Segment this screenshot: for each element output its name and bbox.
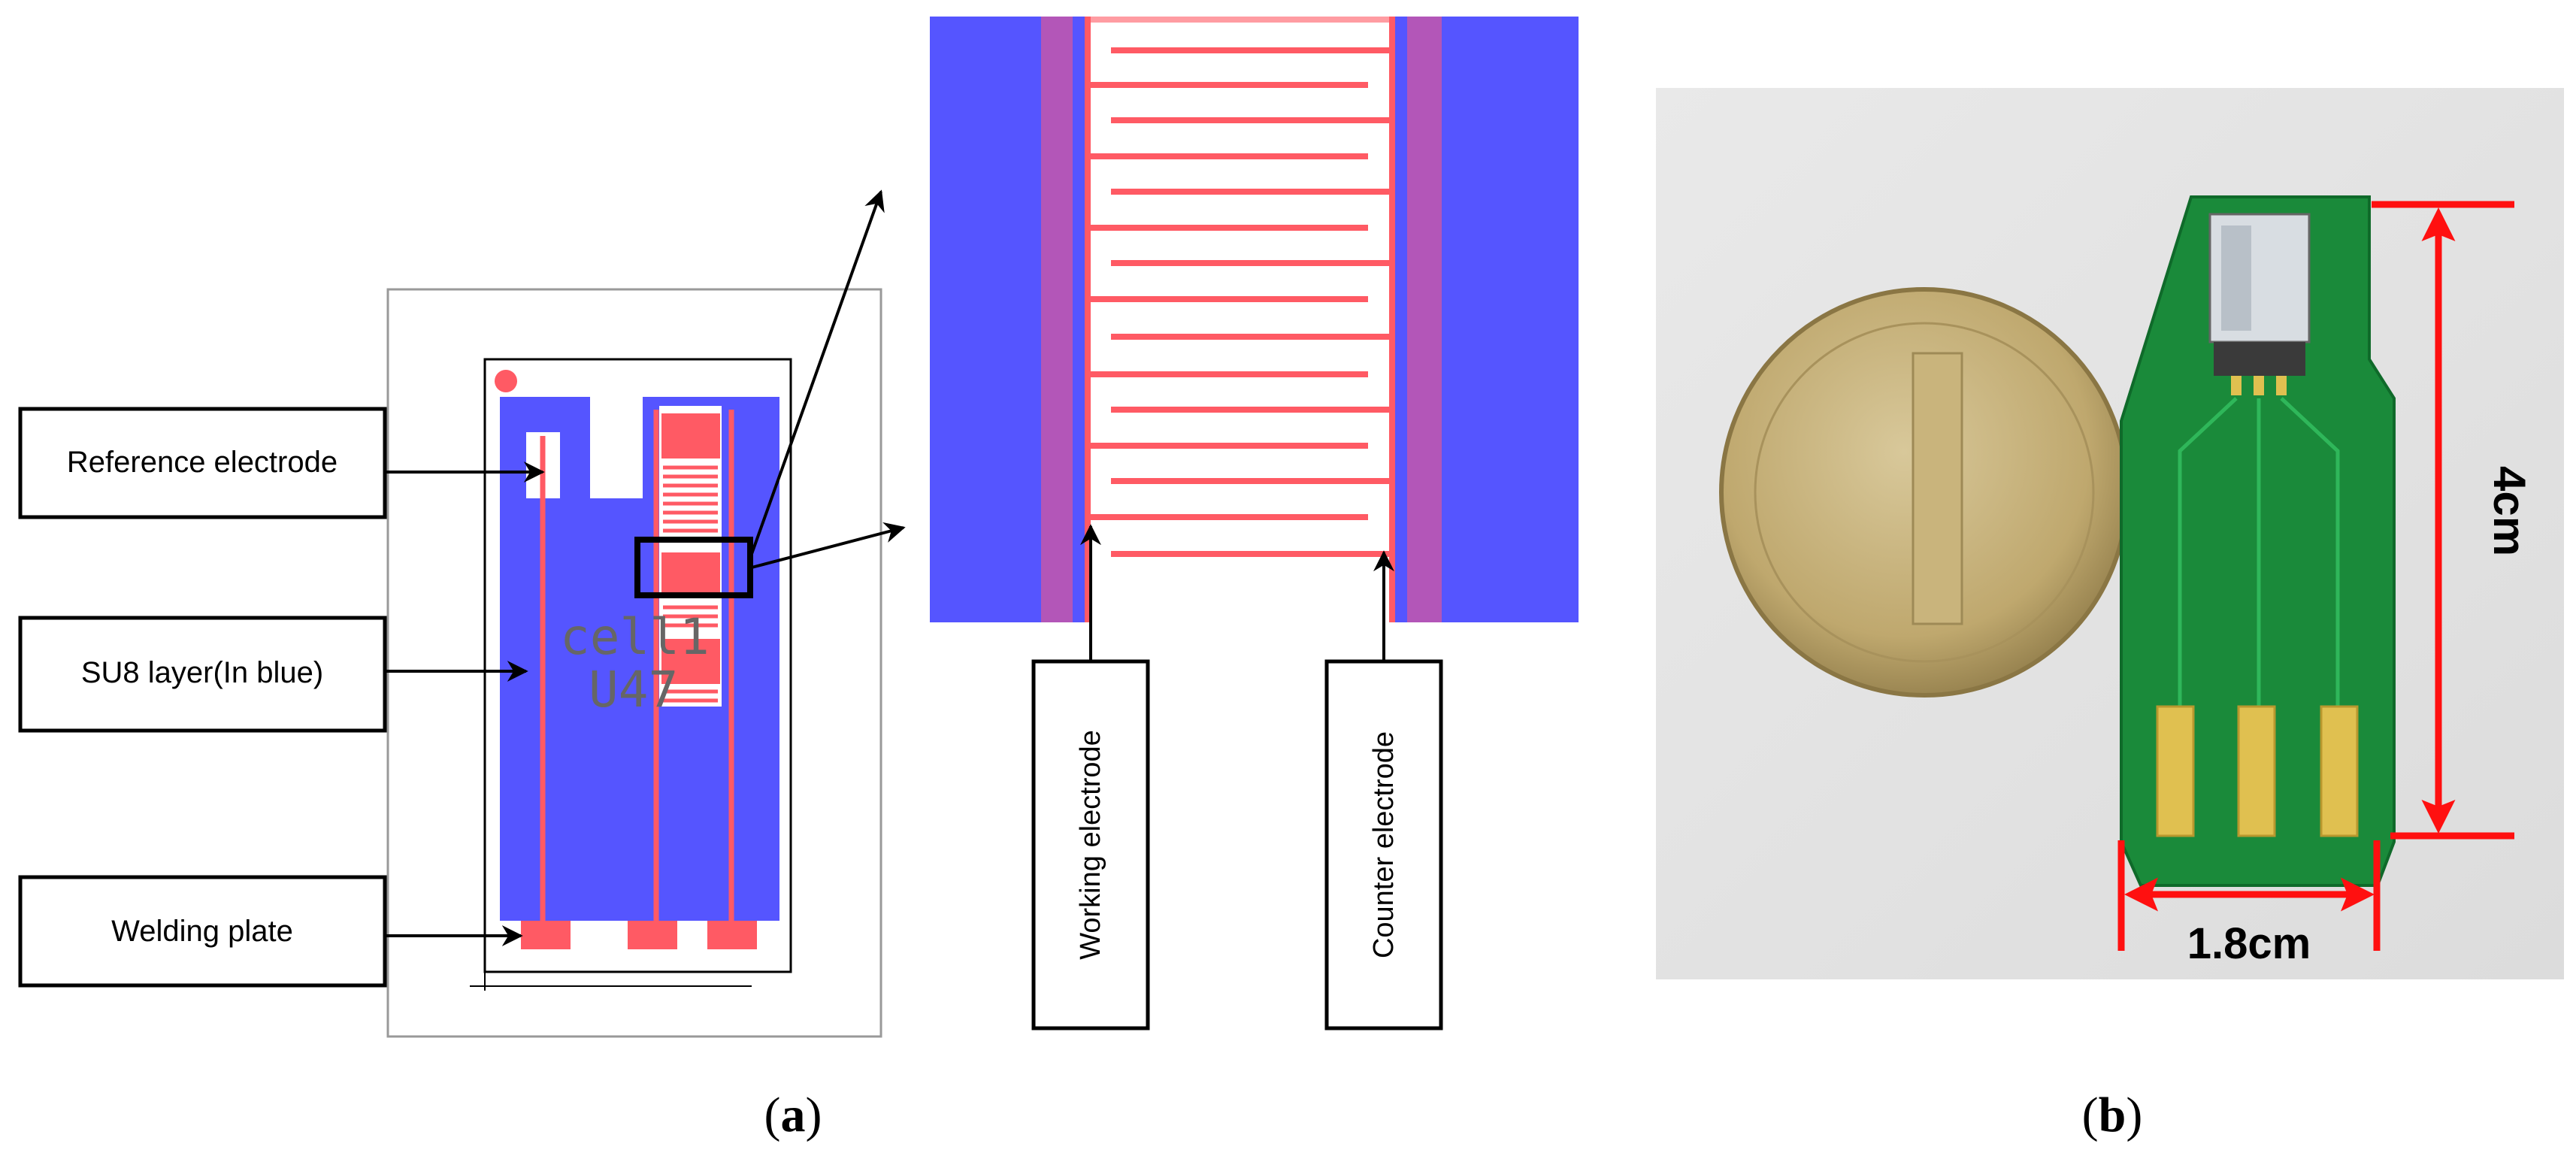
chip-text-cell: cell1 bbox=[560, 608, 710, 666]
dimension-length bbox=[2372, 201, 2514, 840]
zoom-region-box bbox=[634, 537, 753, 598]
alignment-mark bbox=[495, 370, 517, 392]
label-reference-text: Reference electrode bbox=[67, 446, 338, 479]
zoom-arrow-right bbox=[751, 522, 906, 569]
zoom-blue-strip-left bbox=[1073, 17, 1085, 622]
panel-a-chip-layout: cell1 U47 bbox=[386, 288, 882, 1038]
chip-holder bbox=[2214, 342, 2305, 376]
electrode-arrows bbox=[1080, 524, 1394, 661]
chip-traces bbox=[540, 410, 734, 932]
caption-b: (b) bbox=[2082, 1088, 2143, 1142]
chip-pins bbox=[2231, 376, 2287, 395]
coin-inner-ring bbox=[1754, 322, 2095, 663]
zoom-blue-strip-right bbox=[1395, 17, 1407, 622]
label-arrows bbox=[385, 189, 906, 946]
caption-a: (a) bbox=[764, 1088, 822, 1142]
chip-electrode-comb bbox=[661, 413, 720, 684]
label-su8-text: SU8 layer(In blue) bbox=[81, 656, 323, 689]
zoom-view bbox=[930, 17, 1579, 622]
label-counter-electrode: Counter electrode bbox=[1324, 659, 1443, 1030]
counter-bus-bar bbox=[1389, 17, 1395, 622]
label-welding-plate: Welding plate bbox=[18, 875, 387, 988]
panel-b-photo: 4cm 1.8cm bbox=[1656, 88, 2564, 979]
top-bar bbox=[1091, 17, 1389, 23]
label-working-text: Working electrode bbox=[1075, 730, 1106, 960]
dimension-width bbox=[2117, 840, 2381, 951]
width-label: 1.8cm bbox=[2187, 919, 2311, 968]
label-su8-layer: SU8 layer(In blue) bbox=[18, 616, 387, 733]
zoom-edge-left bbox=[1041, 17, 1073, 622]
working-electrode-fingers bbox=[1085, 82, 1368, 520]
zoom-arrow-up bbox=[750, 189, 885, 555]
chip-comb-fingers bbox=[663, 465, 718, 703]
zoom-su8-right bbox=[1442, 17, 1579, 622]
coin-numeral bbox=[1912, 352, 1963, 625]
zoom-edge-right bbox=[1407, 17, 1442, 622]
label-working-electrode: Working electrode bbox=[1031, 659, 1150, 1030]
length-label: 4cm bbox=[2484, 466, 2535, 556]
sensor-chip-shade bbox=[2221, 225, 2251, 331]
pcb-traces bbox=[2178, 397, 2340, 707]
working-bus-bar bbox=[1085, 17, 1091, 622]
label-reference-electrode: Reference electrode bbox=[18, 407, 387, 519]
label-welding-text: Welding plate bbox=[111, 915, 293, 948]
label-counter-text: Counter electrode bbox=[1368, 731, 1400, 958]
welding-plates bbox=[521, 921, 757, 949]
chip-text-id: U47 bbox=[589, 661, 678, 719]
pcb-gold-pads bbox=[2156, 705, 2359, 837]
counter-electrode-fingers bbox=[1111, 47, 1395, 557]
zoom-su8-left bbox=[930, 17, 1041, 622]
